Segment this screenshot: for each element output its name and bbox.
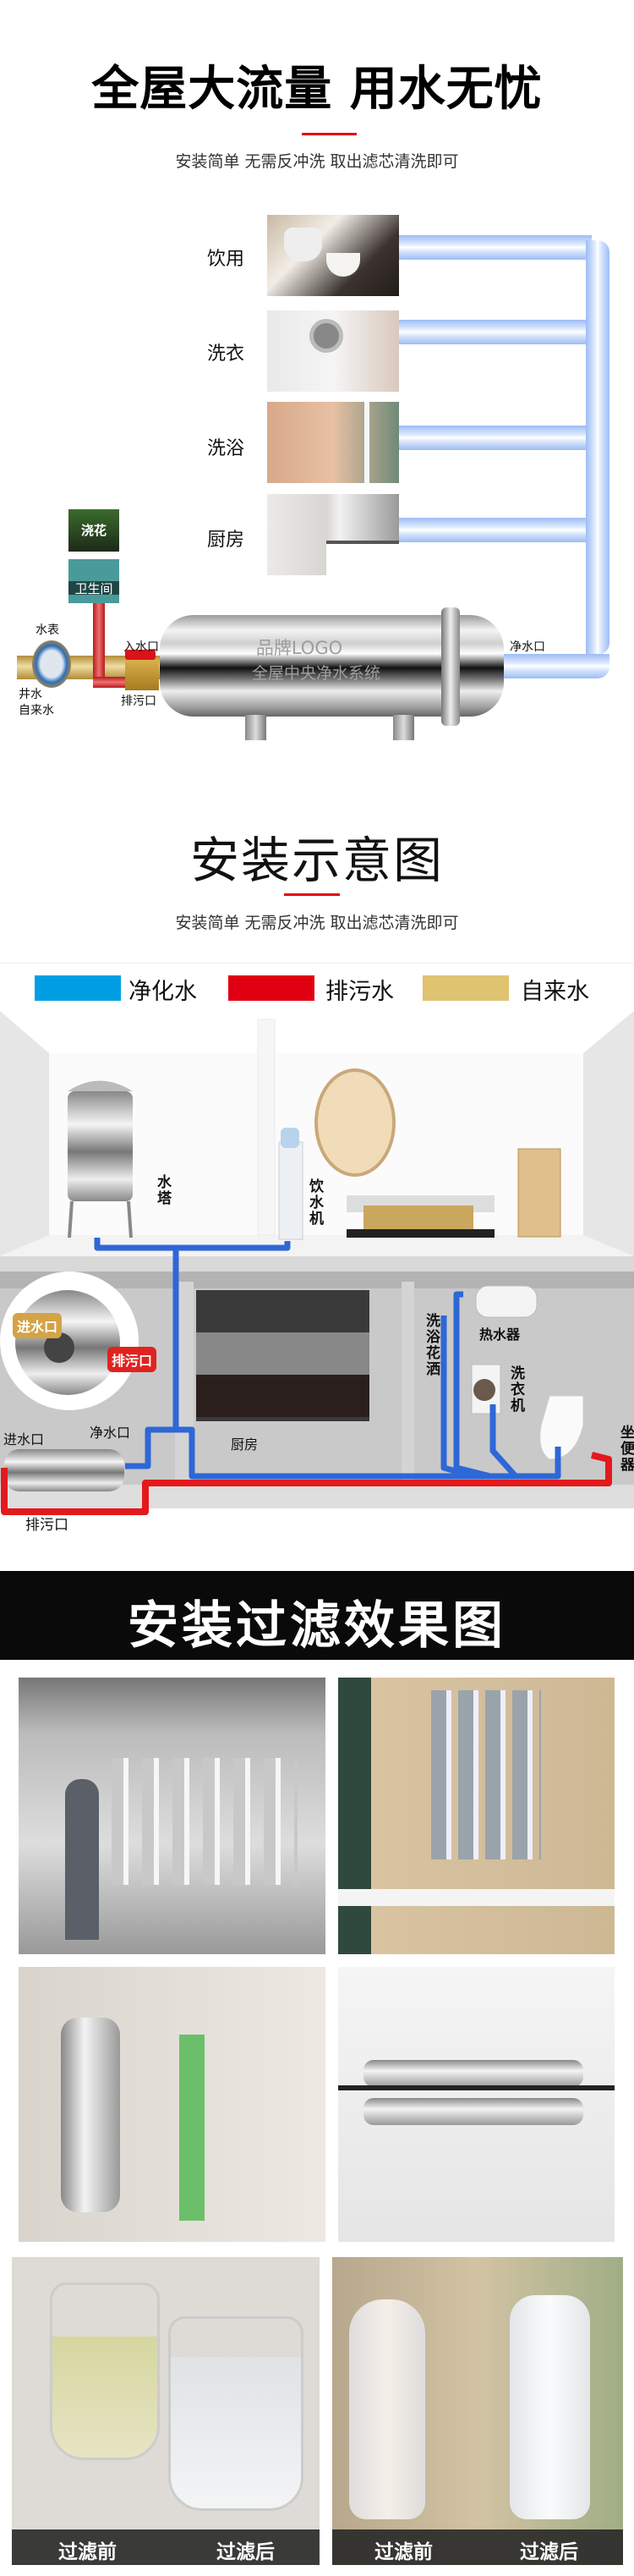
- bed-icon: [363, 1206, 473, 1231]
- use-label-kitchen: 厨房: [207, 530, 245, 551]
- use-label-drinking: 饮用: [207, 249, 245, 270]
- drain-pipes: [1, 1452, 612, 1515]
- legend-swatch-waste: [228, 975, 314, 1001]
- water-dispenser-icon: [278, 1141, 303, 1240]
- install-photo-2: [338, 1678, 615, 1954]
- outlet-label: 净水口: [90, 1425, 131, 1441]
- after-label: 过滤后: [520, 2541, 578, 2563]
- install-diagram-title: 安装示意图: [189, 832, 444, 889]
- tank-leg: [245, 715, 266, 740]
- inset-drain-badge: 排污口: [107, 1347, 157, 1372]
- section-divider: [284, 893, 340, 896]
- round-shelf-icon: [314, 1068, 396, 1177]
- outlet-label: 净水口: [510, 640, 545, 654]
- toilet-icon: [539, 1395, 584, 1460]
- legend-swatch-tap: [423, 975, 509, 1001]
- toilet-label: 坐便器: [617, 1425, 634, 1473]
- caption-bar: [12, 2529, 320, 2565]
- photo-tea: [267, 215, 399, 296]
- use-label-bath: 洗浴: [207, 438, 245, 459]
- tank-leg: [393, 715, 414, 740]
- purified-pipes: [94, 1238, 561, 1480]
- source-tap-label: 自来水: [19, 704, 54, 717]
- kitchen-label: 厨房: [231, 1436, 259, 1453]
- bookshelf-icon: [517, 1148, 561, 1238]
- dispenser-label: 饮水机: [306, 1178, 323, 1227]
- water-tower-icon: [68, 1080, 133, 1239]
- comparison-photo-bottles: 过滤前 过滤后: [332, 2257, 623, 2565]
- install-photo-3: [19, 1967, 325, 2242]
- water-tower-label: 水塔: [154, 1174, 171, 1206]
- drain-pipe-vertical: [93, 603, 105, 688]
- install-photo-4: [338, 1967, 615, 2242]
- toilet-label: 卫生间: [74, 581, 113, 596]
- tank-name: 全屋中央净水系统: [251, 664, 380, 683]
- pipe-bath: [397, 426, 590, 450]
- install-photo-1: [19, 1678, 325, 1954]
- tank-clamp: [441, 607, 460, 726]
- install-subtitle: 安装简单 无需反冲洗 取出滤芯清洗即可: [175, 914, 459, 932]
- before-label: 过滤前: [374, 2541, 433, 2563]
- heater-label: 热水器: [479, 1326, 521, 1343]
- caption-bar: [332, 2529, 623, 2565]
- pipe-outlet: [501, 654, 609, 678]
- before-label: 过滤前: [58, 2541, 117, 2563]
- source-well-label: 井水: [19, 688, 42, 701]
- legend-label-waste: 排污水: [325, 979, 394, 1005]
- use-label-laundry: 洗衣: [207, 343, 245, 365]
- legend-swatch-purified: [35, 975, 121, 1001]
- drain-outlet-label: 排污口: [25, 1517, 68, 1534]
- comparison-photo-glasses: 过滤前 过滤后: [12, 2257, 320, 2565]
- inset-inlet-badge: 进水口: [13, 1313, 63, 1338]
- valve-icon: [125, 650, 159, 690]
- subtitle: 安装简单 无需反冲洗 取出滤芯清洗即可: [175, 152, 459, 171]
- pipe-main-vertical: [586, 240, 609, 655]
- title-divider: [302, 133, 357, 135]
- effect-title: 安装过滤效果图: [128, 1596, 506, 1656]
- shower-label: 洗浴花洒: [423, 1313, 440, 1377]
- water-heater-icon: [475, 1285, 538, 1318]
- photo-laundry: [267, 310, 399, 392]
- inlet-label: 入水口: [123, 640, 159, 654]
- drain-pipe-horizontal: [93, 677, 131, 688]
- inlet-label: 进水口: [3, 1431, 45, 1447]
- effect-banner: [0, 1571, 634, 1660]
- toilet-box: 卫生间: [68, 559, 119, 603]
- water-meter-icon: [32, 640, 71, 688]
- legend-label-tap: 自来水: [521, 979, 589, 1005]
- main-title: 全屋大流量 用水无忧: [91, 62, 543, 117]
- meter-label: 水表: [36, 623, 59, 637]
- legend-label-purified: 净化水: [128, 979, 197, 1005]
- garden-label: 浇花: [80, 523, 107, 538]
- pipe-kitchen: [397, 518, 590, 542]
- tank-brand: 品牌LOGO: [255, 638, 343, 658]
- divider: [0, 963, 634, 964]
- pipe-drinking: [397, 235, 592, 260]
- after-label: 过滤后: [216, 2541, 275, 2563]
- garden-box: 浇花: [68, 509, 119, 552]
- small-filter-icon: [4, 1449, 124, 1491]
- photo-kitchen: [267, 494, 399, 575]
- pipe-laundry: [397, 320, 590, 344]
- photo-bath: [267, 402, 399, 483]
- washer-label: 洗衣机: [507, 1365, 524, 1414]
- drain-label: 排污口: [121, 695, 156, 708]
- house-diagram: [0, 1011, 634, 1515]
